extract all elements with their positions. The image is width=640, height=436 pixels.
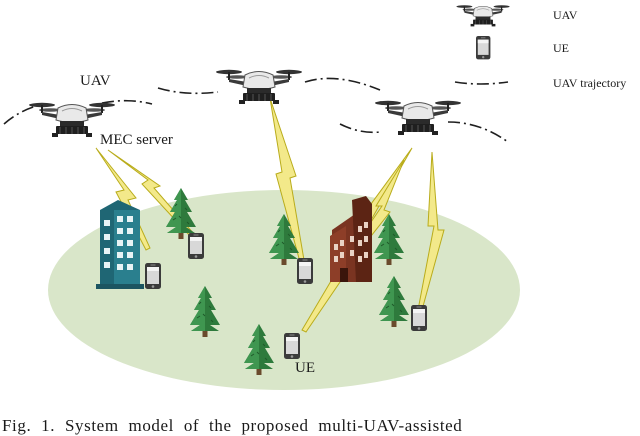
legend-trajectory-icon (454, 81, 509, 85)
ue-phone-icon (284, 333, 300, 359)
legend-ue-icon (476, 36, 491, 60)
uav-trajectory-left (3, 99, 153, 125)
ue-label: UE (295, 360, 315, 376)
ue-phone-icon (145, 263, 161, 289)
ue-phone-icon (188, 233, 204, 259)
legend-trajectory-label: UAV trajectory (553, 76, 627, 90)
uav-drone-icon-middle (215, 69, 303, 105)
legend-uav-icon (456, 4, 510, 27)
uav-trajectory-right (339, 121, 509, 143)
ue-phone-icon (297, 258, 313, 284)
city-building-icon (330, 196, 372, 282)
uav-label: UAV (80, 73, 111, 89)
mec-server-label: MEC server (100, 132, 173, 148)
figure-caption: Fig. 1. System model of the proposed mul… (2, 416, 463, 435)
uav-drone-icon-right (374, 100, 462, 136)
uav-trajectory-middle (157, 77, 381, 95)
coverage-area (48, 190, 520, 390)
office-building-icon (96, 200, 144, 289)
ue-phone-icon (411, 305, 427, 331)
legend-uav-label: UAV (553, 8, 578, 22)
legend-ue-label: UE (553, 41, 569, 55)
